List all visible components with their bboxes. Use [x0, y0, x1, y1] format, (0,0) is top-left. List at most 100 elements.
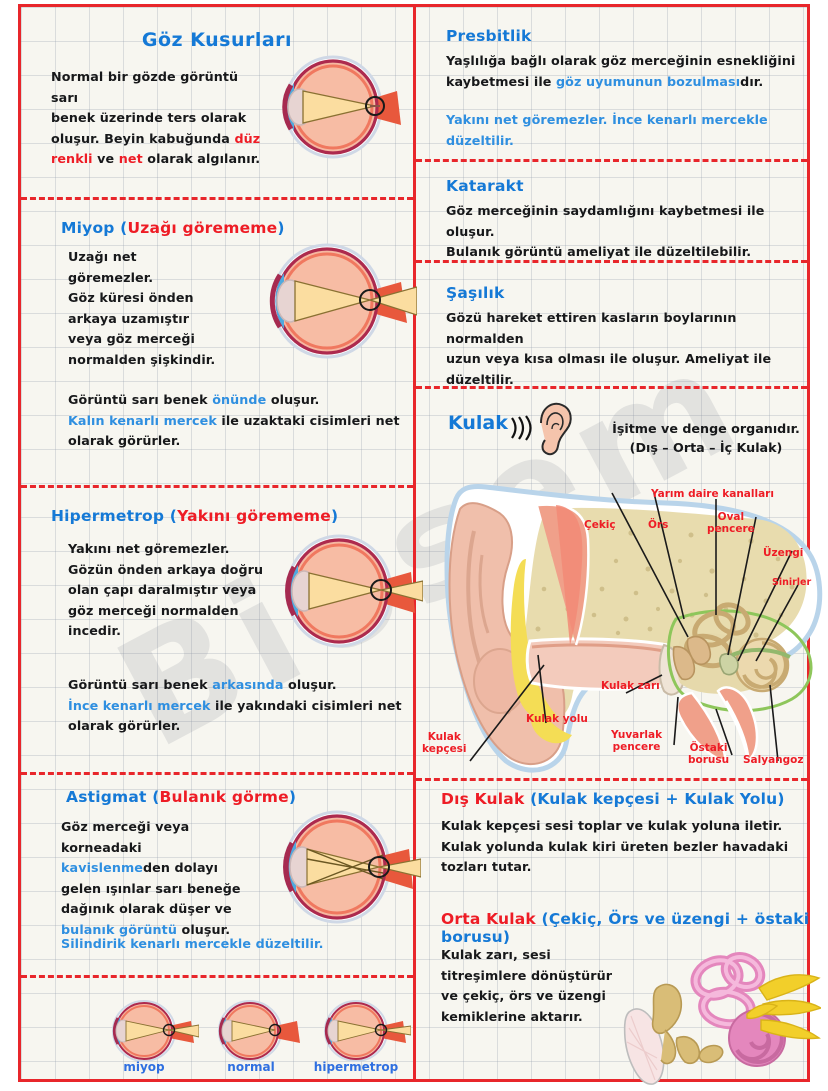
hipermetrop-heading-red: Yakını görememe	[177, 507, 331, 525]
section-dis-kulak: Dış Kulak (Kulak kepçesi + Kulak Yolu) K…	[441, 790, 821, 878]
divider-r1	[416, 159, 807, 162]
miyop-line-1: Uzağı net	[68, 249, 137, 264]
astigmat-heading: Astigmat (Bulanık görme)	[66, 788, 416, 806]
katarakt-line-2: Bulanık görüntü ameliyat ile düzeltilebi…	[446, 244, 752, 260]
hipermetrop-line-3: olan çapı daralmıştır veya	[68, 582, 257, 598]
compare-label-hipermetrop: hipermetrop	[313, 1060, 399, 1074]
kulak-desc-line-2: (Dış – Orta – İç Kulak)	[629, 440, 783, 456]
hipermetrop-kw-arkasinda: arkasında	[212, 677, 284, 692]
astigmat-kw-bulanik: bulanık görüntü	[61, 921, 177, 937]
miyop-heading-red: Uzağı görememe	[127, 219, 278, 237]
divider-4	[21, 975, 413, 978]
normal-kw-renkli: renkli	[51, 151, 93, 167]
presbitlik-line-1: Yaşlılığa bağlı olarak göz merceğinin es…	[446, 53, 796, 68]
astigmat-kw-kavislenme: kavislenme	[61, 860, 143, 876]
column-divider	[413, 7, 416, 1079]
miyop-line-4: arkaya uzamıştır	[68, 310, 190, 326]
orta-kulak-text-block: Kulak zarı, sesi titreşimlere dönüştürür…	[441, 945, 626, 1027]
ossicles-cochlea-illustration	[621, 942, 823, 1091]
hipermetrop-heading-close: )	[330, 507, 339, 525]
normal-line-1: Normal bir gözde görüntü sarı	[51, 69, 239, 105]
presbitlik-correction: Yakını net göremezler. İnce kenarlı merc…	[446, 112, 768, 148]
hipermetrop-foot-1a: Görüntü sarı benek	[68, 677, 213, 692]
miyop-line-2: göremezler.	[68, 269, 154, 285]
ear-label-kulak-yolu: Kulak yolu	[526, 713, 588, 725]
hipermetrop-foot-3: olarak görürler.	[68, 718, 181, 734]
astigmat-line-4: gelen ışınlar sarı beneğe	[61, 880, 241, 896]
section-miyop: Miyop (Uzağı görememe)	[61, 219, 401, 237]
page-title: Göz Kusurları	[141, 29, 293, 51]
normal-line-3a: oluşur. Beyin kabuğunda	[51, 130, 235, 146]
sasilik-paragraph: Gözü hareket ettiren kasların boylarının…	[446, 308, 816, 390]
divider-r2	[416, 260, 807, 263]
ear-anatomy-diagram	[426, 469, 828, 779]
miyop-line-6: normalden şişkindir.	[68, 351, 216, 367]
eye-diagram-astigmat	[271, 807, 422, 936]
kulak-title: Kulak	[448, 412, 508, 434]
miyop-kw-onunde: önünde	[212, 392, 267, 407]
miyop-foot-1c: oluşur.	[266, 392, 320, 407]
divider-2	[21, 485, 413, 488]
astigmat-correction-text: Silindirik kenarlı mercekle düzeltilir.	[61, 936, 324, 951]
orta-kulak-line-4: kemiklerine aktarır.	[441, 1008, 583, 1024]
sasilik-line-2: uzun veya kısa olması ile oluşur. Ameliy…	[446, 351, 772, 387]
presbitlik-line-2c: dır.	[740, 73, 764, 89]
divider-r4	[416, 778, 807, 781]
ear-label-uzengi: Üzengi	[763, 547, 804, 559]
divider-r3	[416, 386, 807, 389]
presbitlik-kw-goz-uyumu: göz uyumunun bozulması	[556, 73, 741, 89]
section-astigmat: Astigmat (Bulanık görme)	[66, 788, 416, 806]
astigmat-correction: Silindirik kenarlı mercekle düzeltilir.	[61, 934, 406, 955]
ear-label-yarim-daire-kanallari: Yarım daire kanalları	[651, 488, 774, 500]
hipermetrop-foot-1c: oluşur.	[283, 677, 337, 692]
astigmat-heading-blue: Astigmat (	[66, 788, 160, 806]
normal-eye-paragraph: Normal bir gözde görüntü sarı benek üzer…	[51, 67, 261, 170]
eye-diagram-normal	[267, 51, 411, 167]
orta-kulak-paragraph: Kulak zarı, sesi titreşimlere dönüştürür…	[441, 945, 626, 1027]
normal-line-4d: olarak algılanır.	[142, 151, 261, 167]
hipermetrop-line-2: Gözün önden arkaya doğru	[68, 561, 264, 577]
eye-diagram-hipermetrop	[273, 529, 424, 658]
katarakt-heading: Katarakt	[446, 177, 524, 195]
section-presbitlik: Presbitlik Yaşlılığa bağlı olarak göz me…	[446, 27, 806, 151]
eye-diagram-compare-normal	[205, 999, 305, 1067]
dis-kulak-line-3: tozları tutar.	[441, 859, 532, 875]
presbitlik-paragraph: Yaşlılığa bağlı olarak göz merceğinin es…	[446, 51, 806, 92]
miyop-foot-2b: ile uzaktaki cisimleri net	[216, 412, 400, 428]
miyop-foot-3: olarak görürler.	[68, 433, 181, 449]
presbitlik-heading: Presbitlik	[446, 27, 532, 45]
astigmat-text-block: Göz merceği veya korneadaki kavislenmede…	[61, 817, 276, 940]
ear-label-cekic: Çekiç	[584, 519, 616, 531]
normal-line-2: benek üzerinde ters olarak	[51, 110, 247, 126]
ear-label-sinirler: Sinirler	[772, 577, 812, 588]
normal-kw-duz: düz	[234, 130, 261, 146]
dis-kulak-heading: Dış Kulak (Kulak kepçesi + Kulak Yolu)	[441, 790, 821, 808]
right-column: Presbitlik Yaşlılığa bağlı olarak göz me…	[416, 7, 823, 1085]
sasilik-line-1: Gözü hareket ettiren kasların boylarının…	[446, 310, 737, 346]
eye-diagram-compare-miyop	[99, 999, 200, 1067]
katarakt-paragraph: Göz merceğinin saydamlığını kaybetmesi i…	[446, 201, 806, 263]
miyop-paragraph: Uzağı net göremezler. Göz küresi önden a…	[68, 247, 238, 370]
astigmat-line-1: Göz merceği veya	[61, 819, 190, 834]
sound-waves-icon	[508, 413, 534, 447]
dis-kulak-line-2: Kulak yolunda kulak kiri üreten bezler h…	[441, 838, 789, 854]
astigmat-heading-close: )	[288, 788, 297, 806]
section-orta-kulak: Orta Kulak (Çekiç, Örs ve üzengi + östak…	[441, 910, 828, 946]
orta-kulak-heading-blue: (Çekiç, Örs ve üzengi + östaki borusu)	[441, 910, 810, 946]
miyop-line-5: veya göz merceği	[68, 331, 195, 347]
miyop-text-block: Uzağı net göremezler. Göz küresi önden a…	[68, 247, 238, 370]
astigmat-paragraph: Göz merceği veya korneadaki kavislenmede…	[61, 817, 276, 940]
astigmat-line-3b: den dolayı	[142, 860, 219, 876]
hipermetrop-footnote: Görüntü sarı benek arkasında oluşur. İnc…	[68, 675, 413, 737]
compare-label-normal: normal	[227, 1060, 275, 1074]
hipermetrop-paragraph: Yakını net göremezler. Gözün önden arkay…	[68, 539, 283, 642]
astigmat-line-6b: oluşur.	[176, 921, 231, 937]
hipermetrop-foot-2b: ile yakındaki cisimleri net	[210, 697, 402, 713]
normal-line-4b: ve	[92, 151, 119, 167]
section-sasilik: Şaşılık Gözü hareket ettiren kasların bo…	[446, 284, 816, 390]
dis-kulak-heading-red: Dış Kulak	[441, 790, 531, 808]
ear-icon	[533, 399, 577, 463]
